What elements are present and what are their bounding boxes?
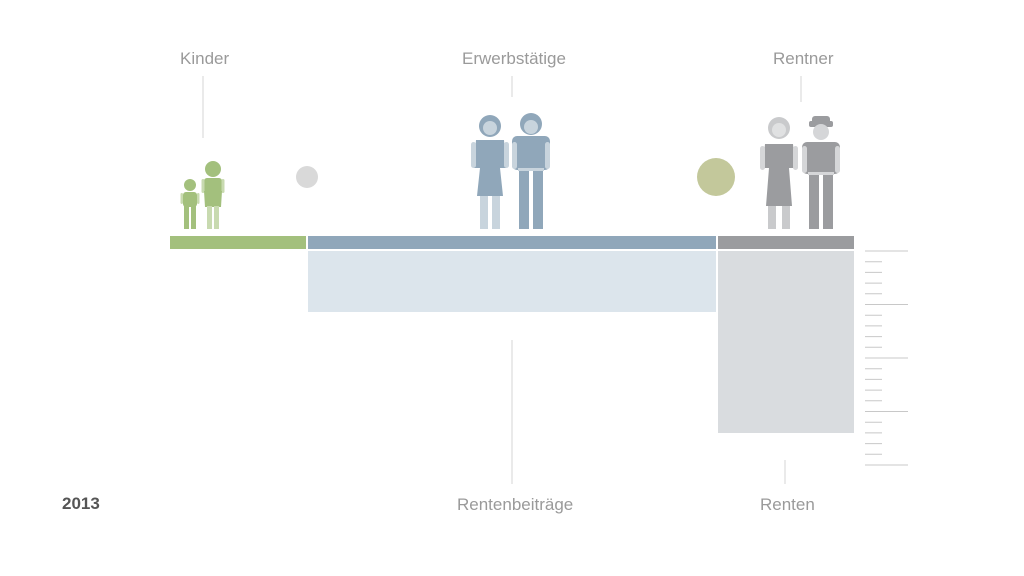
flow-label-beitraege: Rentenbeiträge	[457, 495, 574, 514]
group-label-rentner: Rentner	[773, 49, 834, 68]
erwerbstaetige-bar	[308, 236, 716, 249]
coin-icon	[296, 166, 318, 188]
child-icon	[180, 179, 200, 229]
year-label: 2013	[62, 494, 100, 513]
beitraege-block	[308, 251, 716, 312]
scale-ticks	[865, 250, 908, 466]
woman-icon	[471, 115, 509, 229]
man-icon	[512, 113, 550, 229]
child-icon	[201, 161, 225, 229]
rentner-bar	[718, 236, 854, 249]
flow-label-renten: Renten	[760, 495, 815, 514]
coin-icon	[697, 158, 735, 196]
group-label-kinder: Kinder	[180, 49, 230, 68]
old-man-icon	[802, 116, 840, 229]
kinder-bar	[170, 236, 306, 249]
old-woman-icon	[760, 117, 798, 229]
group-label-erwerbstaetige: Erwerbstätige	[462, 49, 566, 68]
renten-block	[718, 251, 854, 433]
